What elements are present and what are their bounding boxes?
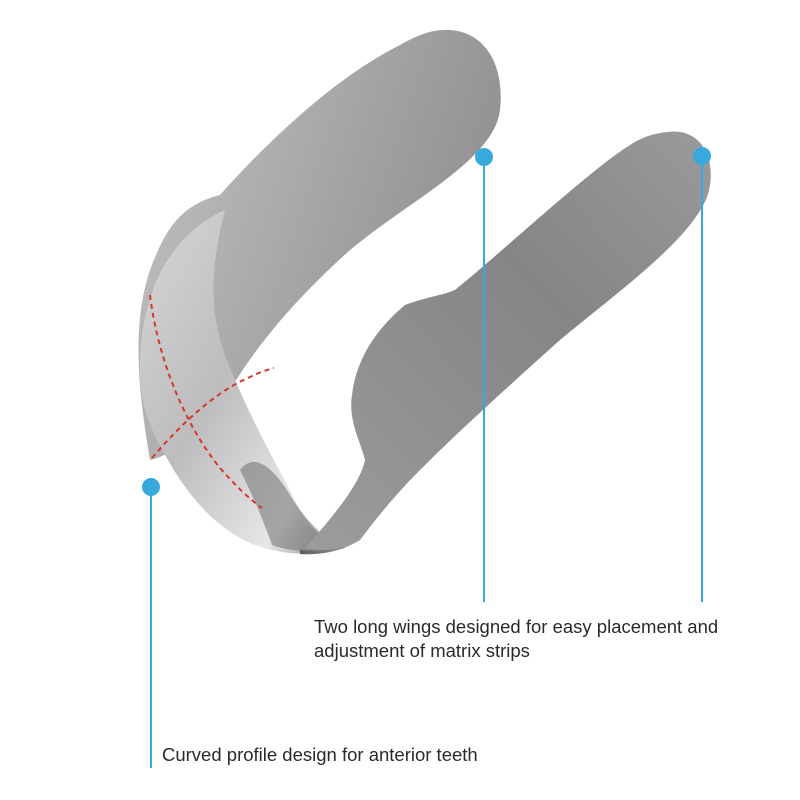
curved-profile bbox=[139, 210, 345, 554]
bend-shadow bbox=[240, 461, 345, 552]
callout-dot-front-wing bbox=[693, 147, 711, 165]
wings-caption-line-2: adjustment of matrix strips bbox=[314, 640, 530, 661]
red-dashed-line-2 bbox=[151, 367, 275, 459]
red-dashed-line-1 bbox=[149, 294, 263, 509]
front-wing bbox=[305, 131, 711, 550]
back-wing bbox=[138, 29, 501, 461]
curve-caption: Curved profile design for anterior teeth bbox=[162, 744, 478, 765]
front-wing-edge bbox=[300, 538, 362, 555]
callout-dot-back-wing bbox=[475, 148, 493, 166]
wings-caption: Two long wings designed for easy placeme… bbox=[314, 615, 794, 663]
wings-caption-line-1: Two long wings designed for easy placeme… bbox=[314, 616, 719, 637]
callout-dot-curve bbox=[142, 478, 160, 496]
